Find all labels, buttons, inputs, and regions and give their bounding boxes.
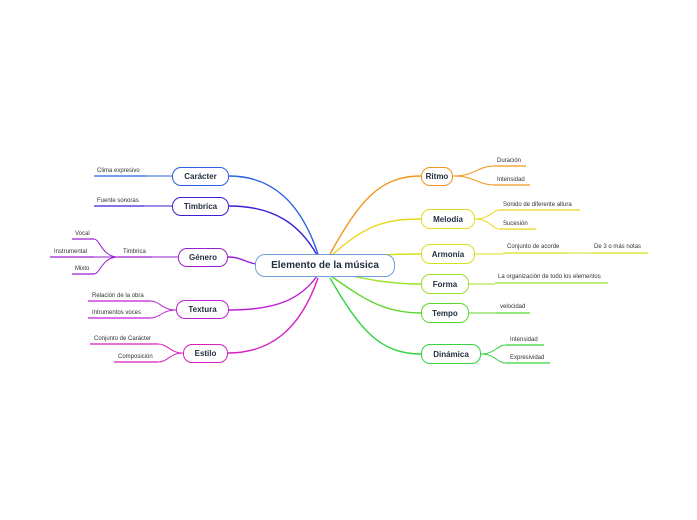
leaf-clima-expresivo[interactable]: Clima expresivo	[97, 168, 140, 174]
connector-sucesion	[474, 218, 501, 230]
connector-relacion	[149, 300, 177, 311]
leaf-conjunto-acorde[interactable]: Conjunto de acorde	[507, 244, 560, 250]
connector-timbrica	[228, 205, 318, 256]
connector-expresividad	[480, 353, 507, 364]
leaf-vocal[interactable]: Vocal	[75, 231, 90, 237]
node-armonia[interactable]: Armonía	[421, 244, 475, 264]
central-topic[interactable]: Elemento de la música	[255, 254, 395, 277]
connector-caracter	[228, 175, 319, 255]
leaf-relacion-obra[interactable]: Relación de la obra	[92, 293, 144, 299]
connector-genero	[227, 256, 257, 265]
leaf-instrumentos-voces[interactable]: Intrumentos voces	[92, 310, 142, 316]
leaf-velocidad[interactable]: velocidad	[500, 304, 526, 310]
connector-estilo	[227, 277, 319, 354]
node-timbrica[interactable]: Timbrica	[172, 197, 229, 216]
leaf-expresividad[interactable]: Expresividad	[510, 355, 545, 361]
leaf-instrumental[interactable]: Instrumental	[54, 249, 88, 255]
connector-intensidad-din	[480, 344, 507, 355]
connector-textura	[228, 275, 318, 311]
connector-intensidad	[452, 175, 495, 186]
node-textura[interactable]: Textura	[176, 300, 229, 319]
node-tempo[interactable]: Tempo	[421, 303, 469, 323]
connector-tempo	[330, 275, 422, 314]
connector-composicion	[157, 352, 184, 363]
leaf-composicion[interactable]: Composición	[118, 354, 153, 360]
leaf-sucesion[interactable]: Sucesión	[503, 221, 528, 227]
node-ritmo[interactable]: Ritmo	[421, 167, 453, 186]
connector-vocal	[93, 238, 119, 258]
connector-sonido	[474, 209, 501, 220]
leaf-tres-o-mas-notas[interactable]: De 3 o más notas	[594, 244, 642, 250]
connector-melodia	[330, 218, 422, 257]
leaf-conjunto-caracter[interactable]: Conjunto de Carácter	[94, 336, 152, 342]
node-forma[interactable]: Forma	[421, 274, 469, 294]
node-estilo[interactable]: Estilo	[183, 344, 228, 363]
leaf-intensidad-dinamica[interactable]: Intensidad	[510, 337, 538, 343]
leaf-sonido-diferente-altura[interactable]: Sonido de diferente altura	[503, 202, 572, 208]
connector-instrumentos	[149, 309, 177, 319]
leaf-mixto[interactable]: Mixto	[75, 266, 90, 272]
connector-ritmo	[329, 175, 422, 255]
connector-dinamica	[329, 277, 422, 355]
leaf-timbrica-sub[interactable]: Timbrica	[123, 249, 146, 255]
node-melodia[interactable]: Melodía	[421, 209, 475, 229]
leaf-intensidad[interactable]: Intensidad	[497, 177, 525, 183]
leaf-fuente-sonoras[interactable]: Fuente sonoras	[97, 198, 139, 204]
connector-mixto	[93, 256, 119, 275]
node-genero[interactable]: Género	[178, 248, 228, 267]
node-caracter[interactable]: Carácter	[172, 167, 229, 186]
leaf-organizacion[interactable]: La organización de todo los elementos	[498, 274, 601, 280]
node-dinamica[interactable]: Dinámica	[421, 344, 481, 364]
connector-duracion	[452, 165, 495, 177]
connector-conjunto-caracter	[157, 343, 184, 354]
leaf-duracion[interactable]: Duración	[497, 158, 522, 164]
